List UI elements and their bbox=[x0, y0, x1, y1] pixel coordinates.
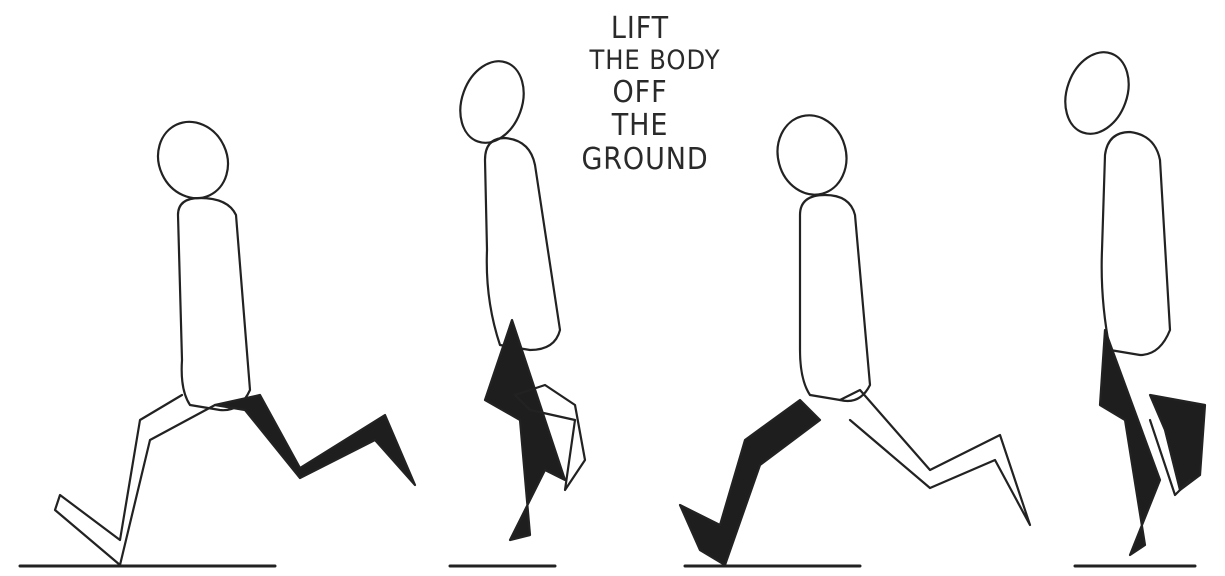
figure-1 bbox=[55, 110, 415, 565]
figure-2-back-leg bbox=[485, 320, 565, 540]
figure-3-front-leg bbox=[840, 390, 1030, 525]
figure-3-head bbox=[769, 108, 855, 203]
figure-1-torso bbox=[178, 198, 250, 410]
figure-4-torso bbox=[1102, 132, 1170, 355]
figure-3-torso bbox=[800, 195, 870, 401]
figure-1-front-leg bbox=[215, 395, 415, 485]
caption-line-5: GROUND bbox=[542, 143, 749, 177]
caption-line-1: LIFT bbox=[532, 12, 748, 46]
caption-line-4: THE bbox=[532, 109, 748, 143]
caption-line-2: THE BODY bbox=[561, 46, 750, 76]
figure-4 bbox=[1054, 43, 1205, 555]
figure-1-head bbox=[146, 110, 241, 209]
figure-2-head bbox=[449, 52, 534, 151]
figure-4-head bbox=[1054, 43, 1139, 142]
figure-4-back-leg bbox=[1100, 330, 1160, 555]
figure-3-back-leg bbox=[680, 400, 820, 565]
figure-1-back-leg bbox=[55, 395, 215, 565]
handwritten-caption: LIFT THE BODY OFF THE GROUND bbox=[560, 12, 760, 177]
caption-line-3: OFF bbox=[532, 76, 748, 110]
